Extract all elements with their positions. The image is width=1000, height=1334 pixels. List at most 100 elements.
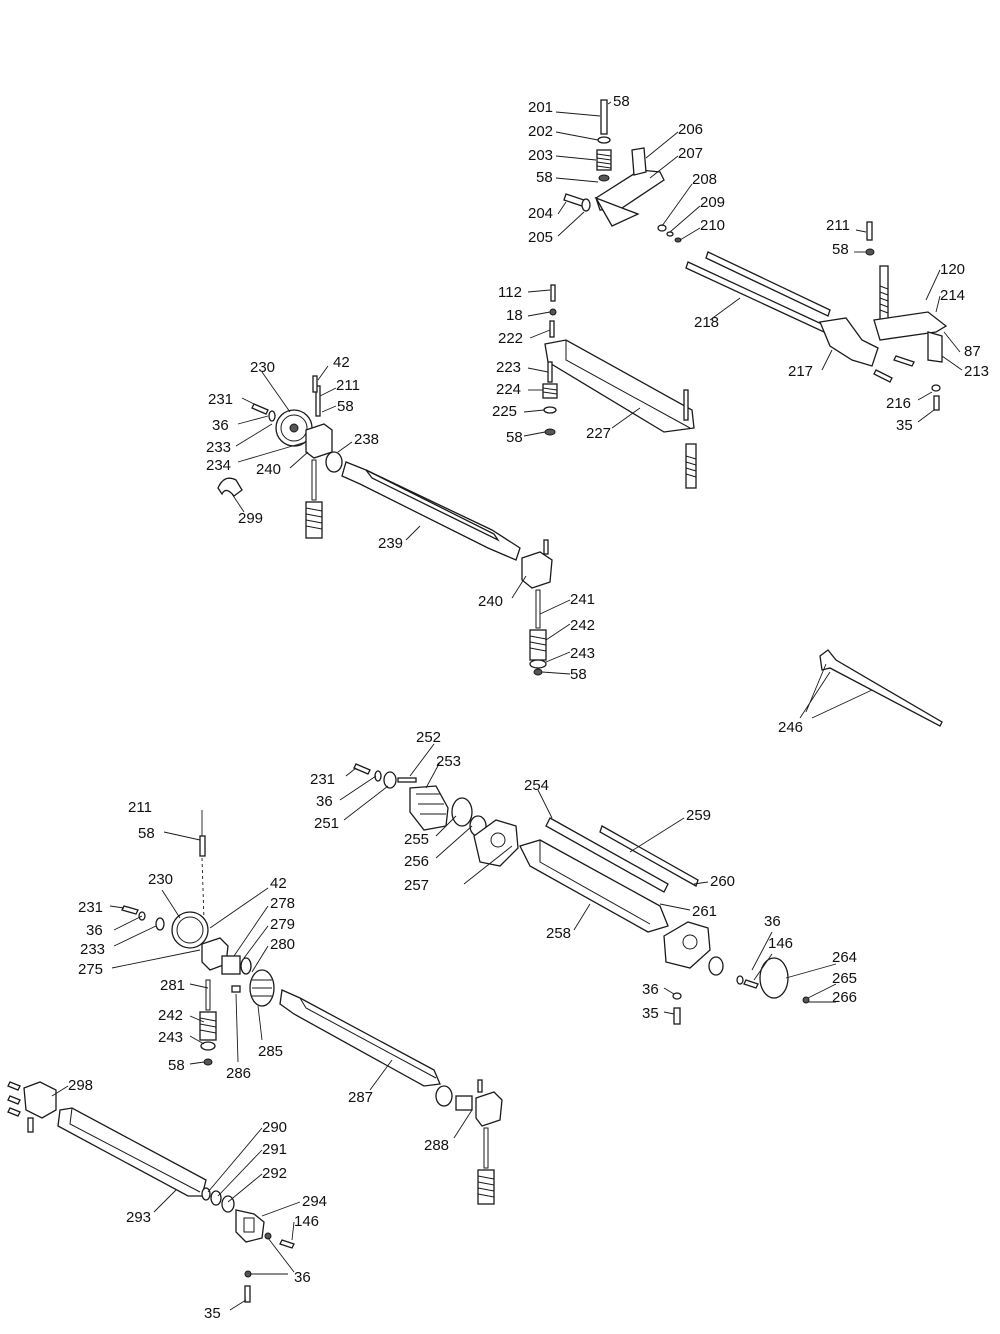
block-288 xyxy=(475,1091,503,1127)
part-208 xyxy=(657,224,667,232)
assembly-287 xyxy=(121,835,503,1205)
washer-36-under xyxy=(672,992,682,1000)
callout-266: 266 xyxy=(832,989,857,1006)
bearing-288a xyxy=(435,1085,453,1107)
callout-242-a: 242 xyxy=(570,617,595,634)
callout-201: 201 xyxy=(528,99,553,116)
screw-298b xyxy=(7,1095,21,1105)
callout-207: 207 xyxy=(678,145,703,162)
callout-146-a: 146 xyxy=(768,935,793,952)
callout-255: 255 xyxy=(404,831,429,848)
callout-243-b: 243 xyxy=(158,1029,183,1046)
callout-217: 217 xyxy=(788,363,813,380)
callout-203: 203 xyxy=(528,147,553,164)
callout-labels: 201 58 202 206 203 207 58 208 209 204 21… xyxy=(68,93,989,1322)
callout-35-b: 35 xyxy=(642,1005,659,1022)
callout-253: 253 xyxy=(436,753,461,770)
bracket-298 xyxy=(23,1081,57,1119)
screw-231 xyxy=(251,403,269,415)
washer-291 xyxy=(210,1190,222,1206)
bearing-right xyxy=(708,956,724,976)
callout-279: 279 xyxy=(270,916,295,933)
part-278 xyxy=(221,955,241,975)
gib-259 xyxy=(599,825,699,887)
callout-242-b: 242 xyxy=(158,1007,183,1024)
callout-243-a: 243 xyxy=(570,645,595,662)
washer-233-lower xyxy=(155,917,165,931)
callout-238: 238 xyxy=(354,431,379,448)
callout-58-g: 58 xyxy=(138,825,155,842)
callout-58-b: 58 xyxy=(536,169,553,186)
callout-275: 275 xyxy=(78,961,103,978)
callout-204: 204 xyxy=(528,205,553,222)
callout-280: 280 xyxy=(270,936,295,953)
callout-259: 259 xyxy=(686,807,711,824)
screw-146-bottom xyxy=(279,1239,295,1249)
callout-218: 218 xyxy=(694,314,719,331)
nut-58-right xyxy=(865,248,875,256)
callout-291: 291 xyxy=(262,1141,287,1158)
callout-257: 257 xyxy=(404,877,429,894)
spring-left xyxy=(305,501,323,539)
callout-294: 294 xyxy=(302,1193,327,1210)
nut-58-227 xyxy=(544,428,556,436)
callout-58-e: 58 xyxy=(337,398,354,415)
spring-right xyxy=(879,265,889,327)
bracket-294 xyxy=(235,1209,265,1243)
rod-246 xyxy=(819,649,943,727)
washer-36 xyxy=(268,410,276,422)
spring-242-lower xyxy=(199,1011,217,1041)
screw-211-lower xyxy=(199,835,206,857)
callout-240-b: 240 xyxy=(478,593,503,610)
callout-233-a: 233 xyxy=(206,439,231,456)
screw-298a xyxy=(7,1081,21,1091)
pin-222 xyxy=(549,320,555,338)
callout-36-a: 36 xyxy=(212,417,229,434)
screw-231-center xyxy=(353,763,371,775)
screw-35 xyxy=(933,395,940,411)
rod-241 xyxy=(535,589,541,629)
spring-288 xyxy=(477,1169,495,1205)
washer-36-right xyxy=(736,975,744,985)
callout-216: 216 xyxy=(886,395,911,412)
screw-231-lower xyxy=(121,905,139,915)
callout-299: 299 xyxy=(238,510,263,527)
callout-211-c: 211 xyxy=(128,799,152,816)
bracket-213 xyxy=(927,331,943,363)
callout-231-a: 231 xyxy=(208,391,233,408)
bearing-238 xyxy=(325,451,343,473)
block-240-right xyxy=(521,551,553,589)
screw-right-240 xyxy=(543,539,549,555)
part-210 xyxy=(674,237,682,243)
callout-36-f: 36 xyxy=(294,1269,311,1286)
washer-216 xyxy=(931,384,941,392)
cover-264 xyxy=(759,957,789,999)
screw-288 xyxy=(477,1079,483,1093)
screw-211-left xyxy=(315,385,321,417)
callout-36-c: 36 xyxy=(86,922,103,939)
bolt-mid xyxy=(893,355,915,367)
lug-206 xyxy=(631,147,647,176)
spring-224 xyxy=(542,383,558,399)
assembly-293 xyxy=(7,1081,295,1303)
callout-58-d: 58 xyxy=(506,429,523,446)
callout-209: 209 xyxy=(700,194,725,211)
part-279 xyxy=(240,957,252,975)
callout-58-c: 58 xyxy=(832,241,849,258)
callout-254: 254 xyxy=(524,777,549,794)
block-240 xyxy=(305,423,333,459)
rod-281 xyxy=(205,979,211,1011)
screw-42 xyxy=(312,375,318,393)
bracket-217 xyxy=(819,317,879,367)
screw-112 xyxy=(550,284,556,302)
leader-lines xyxy=(51,101,963,1311)
callout-225: 225 xyxy=(492,403,517,420)
callout-223: 223 xyxy=(496,359,521,376)
spring-242 xyxy=(529,629,547,661)
callout-87: 87 xyxy=(964,343,981,360)
callout-287: 287 xyxy=(348,1089,373,1106)
callout-285: 285 xyxy=(258,1043,283,1060)
callout-58-a: 58 xyxy=(613,93,630,110)
shaft-287 xyxy=(279,989,441,1087)
